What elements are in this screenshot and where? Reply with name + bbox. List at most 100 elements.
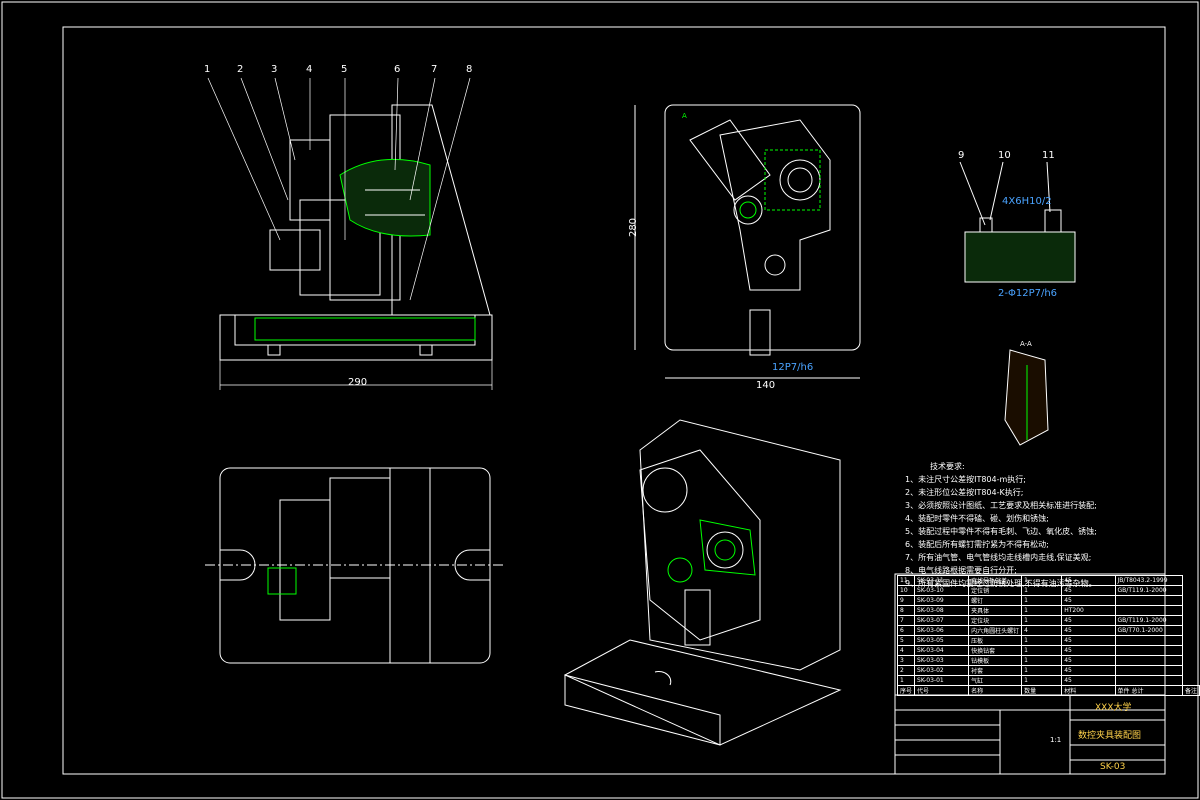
top-view [205, 467, 505, 664]
bom-cell [1114, 665, 1183, 676]
bom-cell: 1 [1021, 575, 1063, 586]
bom-cell: 45 [1061, 645, 1116, 656]
bom-cell: 压板 [968, 635, 1023, 646]
front-view [219, 104, 493, 361]
bom-cell: 1 [896, 675, 916, 686]
note-line: 4、装配时零件不得磕、碰、划伤和锈蚀; [905, 514, 1049, 523]
bom-cell: 定位销 [968, 585, 1023, 596]
bom-cell: SK-03-05 [914, 635, 970, 646]
bom-cell: 45 [1061, 625, 1116, 636]
note-line: 1、未注尺寸公差按IT804-m执行; [905, 475, 1026, 484]
bom-cell: 3 [896, 655, 916, 666]
bom-cell: 45 [1061, 575, 1116, 586]
balloon-7: 7 [431, 64, 438, 75]
note-line: 3、必须按照设计图纸、工艺要求及相关标准进行装配; [905, 501, 1097, 510]
bom-cell [1114, 655, 1183, 666]
drawing-name: 数控夹具装配图 [1078, 731, 1142, 741]
side-view [634, 104, 861, 379]
dim-detail-top: 4X6H10/2 [1002, 196, 1052, 207]
bom-cell: 1 [1021, 595, 1063, 606]
bom-cell: SK-03-11 [914, 575, 970, 586]
bom-cell: 45 [1061, 635, 1116, 646]
dim-side-height: 280 [628, 217, 640, 238]
bom-cell: 夹具体 [968, 605, 1023, 616]
iso-accent [699, 519, 756, 576]
bom-cell: 内六角圆柱头螺钉 [968, 625, 1023, 636]
dim-side-width: 140 [756, 380, 776, 391]
bom-cell [1114, 635, 1183, 646]
balloon-5: 5 [341, 64, 348, 75]
bom-cell [1114, 675, 1183, 686]
balloon-1: 1 [204, 64, 211, 75]
bom-cell: 1 [1021, 635, 1063, 646]
balloon-8: 8 [466, 64, 473, 75]
bom-cell: GB/T119.1-2000 [1114, 615, 1183, 626]
bom-cell: 定位块 [968, 615, 1023, 626]
bom-cell: 1 [1021, 645, 1063, 656]
bom-cell: 4 [896, 645, 916, 656]
bom-cell: 6 [896, 625, 916, 636]
bom-cell: SK-03-09 [914, 595, 970, 606]
bom-cell: 45 [1061, 585, 1116, 596]
bom-cell: 9 [896, 595, 916, 606]
bom-cell: 衬套 [968, 665, 1023, 676]
bom-cell: 1 [1021, 615, 1063, 626]
iso-view [563, 419, 842, 746]
bom-header-cell: 数量 [1021, 685, 1063, 696]
bom-cell: 直线导轨端盖 [968, 575, 1023, 586]
bom-cell: 45 [1061, 595, 1116, 606]
bom-cell: SK-03-01 [914, 675, 970, 686]
bom-cell: HT200 [1061, 605, 1116, 616]
balloon-4: 4 [306, 64, 313, 75]
drawing-scale: 1:1 [1050, 736, 1062, 744]
bom-header-cell: 名称 [968, 685, 1023, 696]
side-accent [739, 149, 821, 219]
bom-cell: GB/T119.1-2000 [1114, 585, 1183, 596]
bom-cell: SK-03-07 [914, 615, 970, 626]
bom-cell: 45 [1061, 655, 1116, 666]
bom-header-cell: 序号 [896, 685, 916, 696]
bom-header-cell: 代号 [914, 685, 970, 696]
bom-cell: 气缸 [968, 675, 1023, 686]
bom-cell [1114, 595, 1183, 606]
balloon-6: 6 [394, 64, 401, 75]
bom-cell: SK-03-08 [914, 605, 970, 616]
bom-cell: 45 [1061, 665, 1116, 676]
note-line: 8、电气线路根据需要自行分开; [905, 566, 1017, 575]
bom-header: 序号代号名称数量材料单件 总计备注 [896, 685, 1200, 696]
bom-cell: 1 [1021, 605, 1063, 616]
balloon-9: 9 [958, 150, 965, 161]
section-label: A-A [1020, 340, 1032, 348]
balloon-3: 3 [271, 64, 278, 75]
note-line: 6、装配后所有螺钉需拧紧为不得有松动; [905, 540, 1049, 549]
leader-lines [207, 77, 471, 301]
drawing-number: SK-03 [1100, 762, 1126, 772]
bom-header-cell: 备注 [1181, 685, 1200, 696]
bom-cell: SK-03-10 [914, 585, 970, 596]
bom-cell: SK-03-04 [914, 645, 970, 656]
bom-cell: 1 [1021, 585, 1063, 596]
view-mark: A [682, 112, 687, 120]
bom-cell: SK-03-06 [914, 625, 970, 636]
bom-cell: 2 [896, 665, 916, 676]
bom-header-cell: 材料 [1061, 685, 1116, 696]
bom-cell: 螺钉 [968, 595, 1023, 606]
bom-cell: JB/T8043.2-1999 [1114, 575, 1183, 586]
bom-cell: 5 [896, 635, 916, 646]
balloon-10: 10 [998, 150, 1011, 161]
inner-border [62, 26, 1166, 775]
note-line: 2、未注形位公差按IT804-K执行; [905, 488, 1024, 497]
bom-cell: 1 [1021, 665, 1063, 676]
bom-cell: 45 [1061, 675, 1116, 686]
bom-cell: 4 [1021, 625, 1063, 636]
university-name: XXX大学 [1095, 703, 1132, 713]
